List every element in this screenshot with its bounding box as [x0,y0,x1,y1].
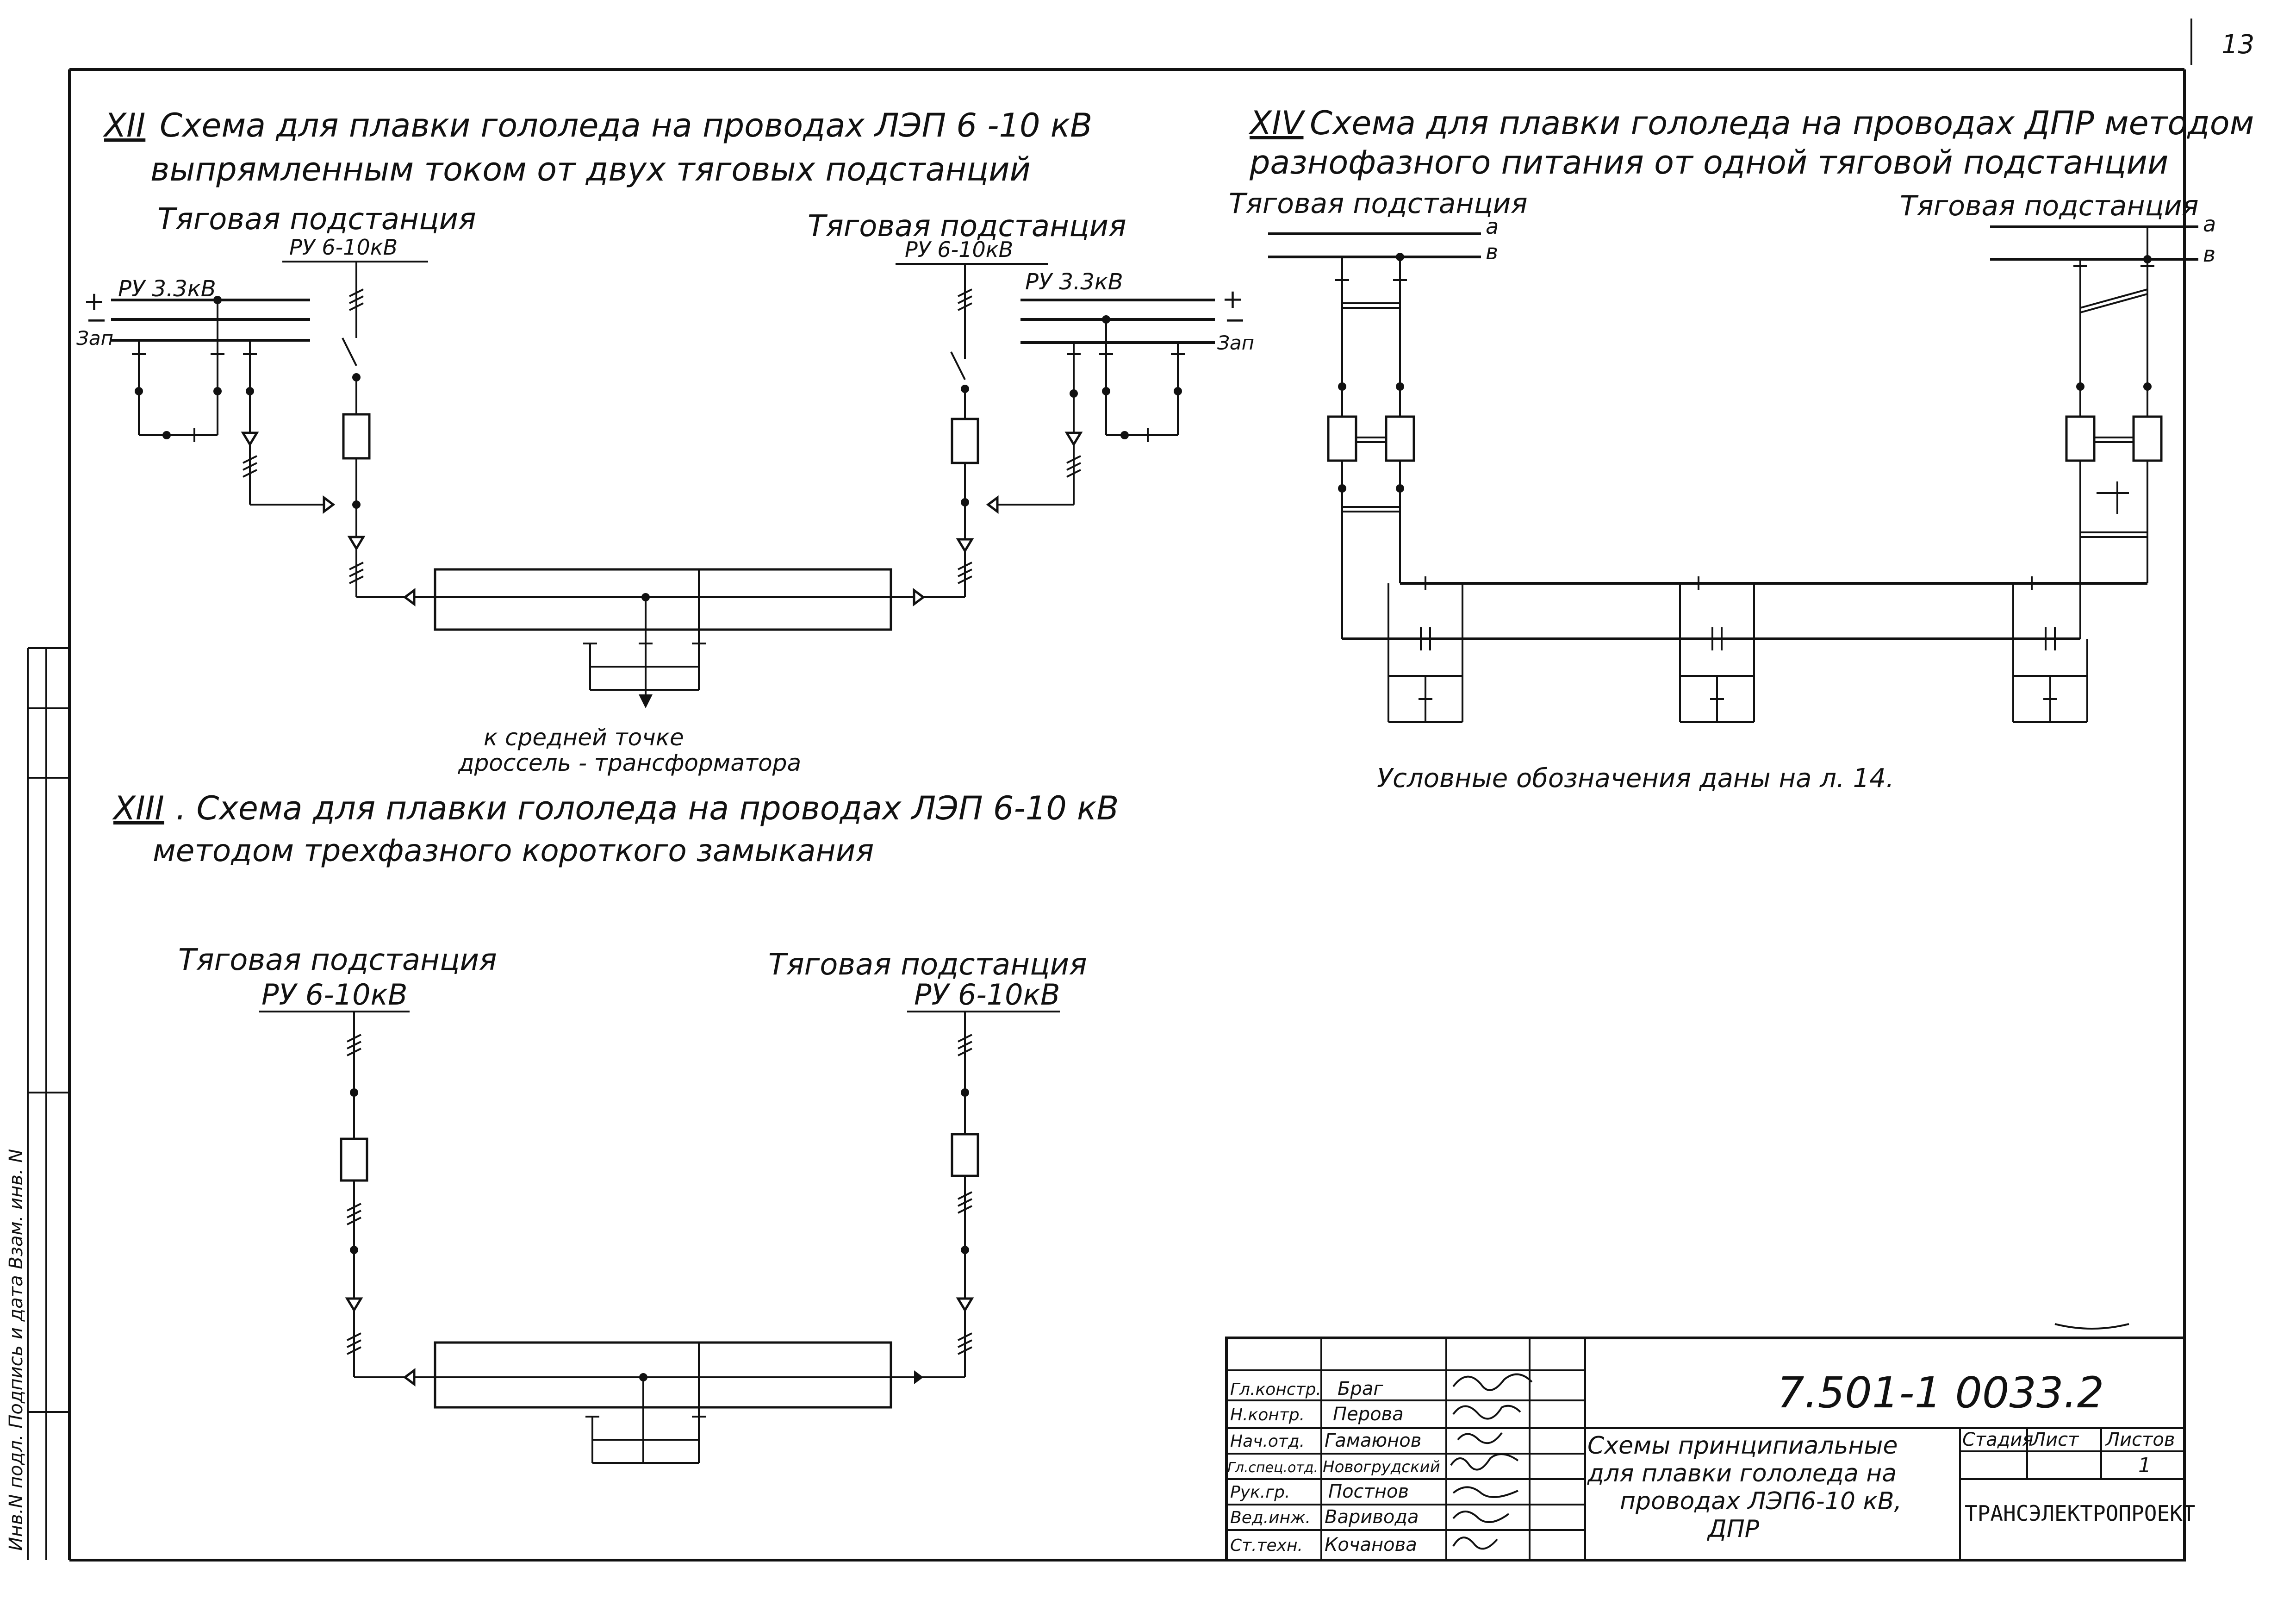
name-6: Кочанова [1325,1534,1417,1555]
role-1: Н.контр. [1230,1405,1305,1424]
scheme-xiii-right-substation: Тяговая подстанция [768,948,1087,982]
scheme-xii-right-ru-lv: РУ 3.3кВ [1025,269,1123,295]
scheme-xii-left-substation: Тяговая подстанция [157,202,476,237]
scheme-xii-left-ru-hv: РУ 6-10кВ [289,235,398,260]
name-4: Постнов [1328,1481,1409,1502]
scheme-xiii-left-ru: РУ 6-10кВ [261,978,408,1012]
sheet-header: Лист [2031,1429,2079,1450]
scheme-xiv-tap-2 [1679,583,1755,723]
title-block [1225,1323,2186,1562]
scheme-xiv-legend-note: Условные обозначения даны на л. 14. [1377,763,1894,793]
sheets-header: Листов [2105,1429,2175,1450]
scheme-xiv-title-line1: Схема для плавки гололеда на проводах ДП… [1310,104,2254,142]
description-line4: ДПР [1707,1515,1760,1543]
scheme-xii: XII Схема для плавки гололеда на провода… [76,106,1254,776]
signatures [1450,1373,1533,1550]
description-line1: Схемы принципиальные [1587,1432,1898,1460]
page-number: 13 [2221,30,2254,60]
scheme-xii-right-plus: + [1222,284,1244,314]
scheme-xiv: XIV Схема для плавки гололеда на провода… [1229,104,2254,793]
stage-header: Стадия [1962,1429,2033,1450]
scheme-xii-right-substation: Тяговая подстанция [808,209,1126,244]
role-2: Нач.отд. [1230,1432,1305,1451]
name-5: Варивода [1325,1506,1419,1528]
scheme-xiv-tap-3 [2012,583,2088,723]
scheme-xiii: XIII . Схема для плавки гололеда на пров… [112,789,1119,1464]
scheme-xii-left-spare: Зап [76,327,113,350]
scheme-xii-title-line1: Схема для плавки гололеда на проводах ЛЭ… [160,106,1092,144]
role-0: Гл.констр. [1230,1380,1321,1399]
name-1: Перова [1333,1404,1404,1425]
scheme-xii-right-minus: − [1224,305,1246,335]
scheme-xii-title-line2: выпрямленным током от двух тяговых подст… [150,150,1031,188]
scheme-xiv-title-line2: разнофазного питания от одной тяговой по… [1249,144,2168,181]
scheme-xii-left-minus: − [86,305,107,335]
scheme-xiv-right-phase-b: в [2203,242,2215,267]
scheme-xiv-left-phase-a: а [1486,214,1499,239]
role-4: Рук.гр. [1230,1483,1290,1502]
scheme-xii-left-plus: + [83,287,105,317]
scheme-xiv-right-substation: Тяговая подстанция [1900,190,2199,222]
scheme-xiv-left-substation: Тяговая подстанция [1229,187,1528,220]
scheme-xiii-title-line1: . Схема для плавки гололеда на проводах … [176,789,1119,827]
name-0: Браг [1338,1378,1383,1399]
role-3: Гл.спец.отд. [1227,1460,1318,1476]
scheme-xii-right-spare: Зап [1217,331,1254,354]
description-line2: для плавки гололеда на [1587,1460,1897,1487]
name-3: Новогрудский [1323,1458,1440,1476]
sheets-value: 1 [2138,1454,2151,1477]
side-stamp-text: Инв.N подл. Подпись и дата Взам. инв. N [6,1149,27,1551]
side-stamp-grid [27,647,69,1560]
name-2: Гамаюнов [1325,1430,1421,1451]
scheme-xii-note-line2: дроссель - трансформатора [458,750,801,776]
scheme-xii-note-line1: к средней точке [484,724,684,751]
scheme-xii-right-ru-hv: РУ 6-10кВ [905,237,1013,262]
scheme-xii-left-ru-lv: РУ 3.3кВ [118,276,216,302]
scheme-xiii-right-ru: РУ 6-10кВ [914,978,1060,1012]
scheme-xiii-numeral: XIII [112,789,164,827]
scheme-xiv-tap-1 [1388,583,1463,723]
scheme-xiv-left-phase-b: в [1486,239,1498,264]
role-6: Ст.техн. [1230,1536,1303,1555]
role-5: Вед.инж. [1230,1508,1311,1527]
scheme-xii-numeral: XII [102,106,145,144]
description-line3: проводах ЛЭП6-10 кВ, [1620,1487,1902,1515]
sheet-frame [68,19,2192,1562]
scheme-xiii-title-line2: методом трехфазного короткого замыкания [153,833,874,868]
scheme-xiv-right-phase-a: а [2203,212,2216,237]
document-code: 7.501-1 0033.2 [1777,1368,2104,1418]
scheme-xiv-numeral: XIV [1248,104,1306,142]
scheme-xiii-left-substation: Тяговая подстанция [178,943,497,977]
organization-name: ТРАНСЭЛЕКТРОПРОЕКТ [1965,1501,2196,1526]
